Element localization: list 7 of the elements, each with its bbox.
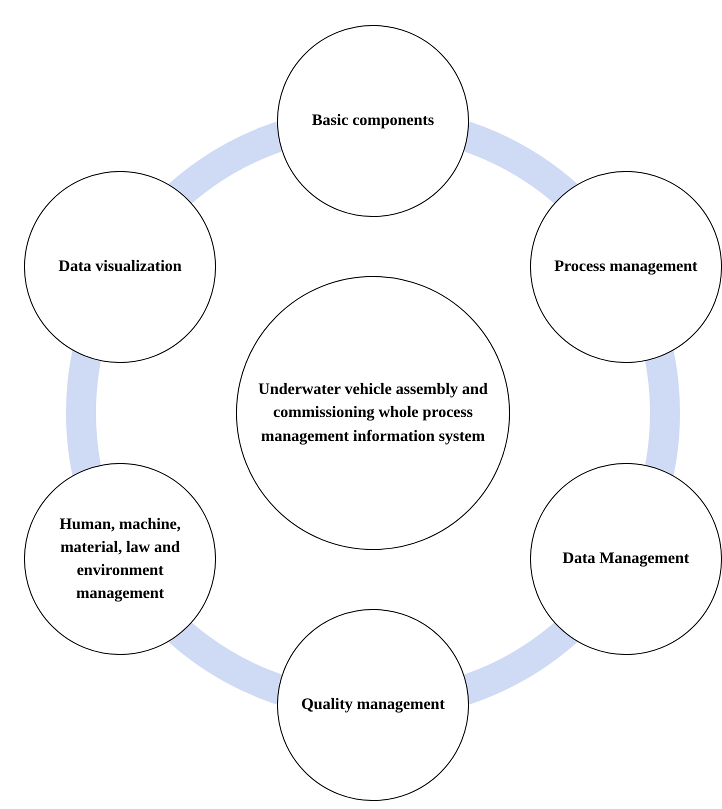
- node-label: Underwater vehicle assembly and commissioning whole process management information system: [257, 380, 489, 447]
- node-label: Human, machine, material, law and environment management: [58, 514, 182, 604]
- node-label: Process management: [554, 257, 698, 278]
- node-label: Basic components: [312, 111, 434, 132]
- node-label: Data Management: [562, 549, 690, 570]
- node-label: Quality management: [301, 695, 445, 716]
- node-label: Data visualization: [58, 257, 182, 278]
